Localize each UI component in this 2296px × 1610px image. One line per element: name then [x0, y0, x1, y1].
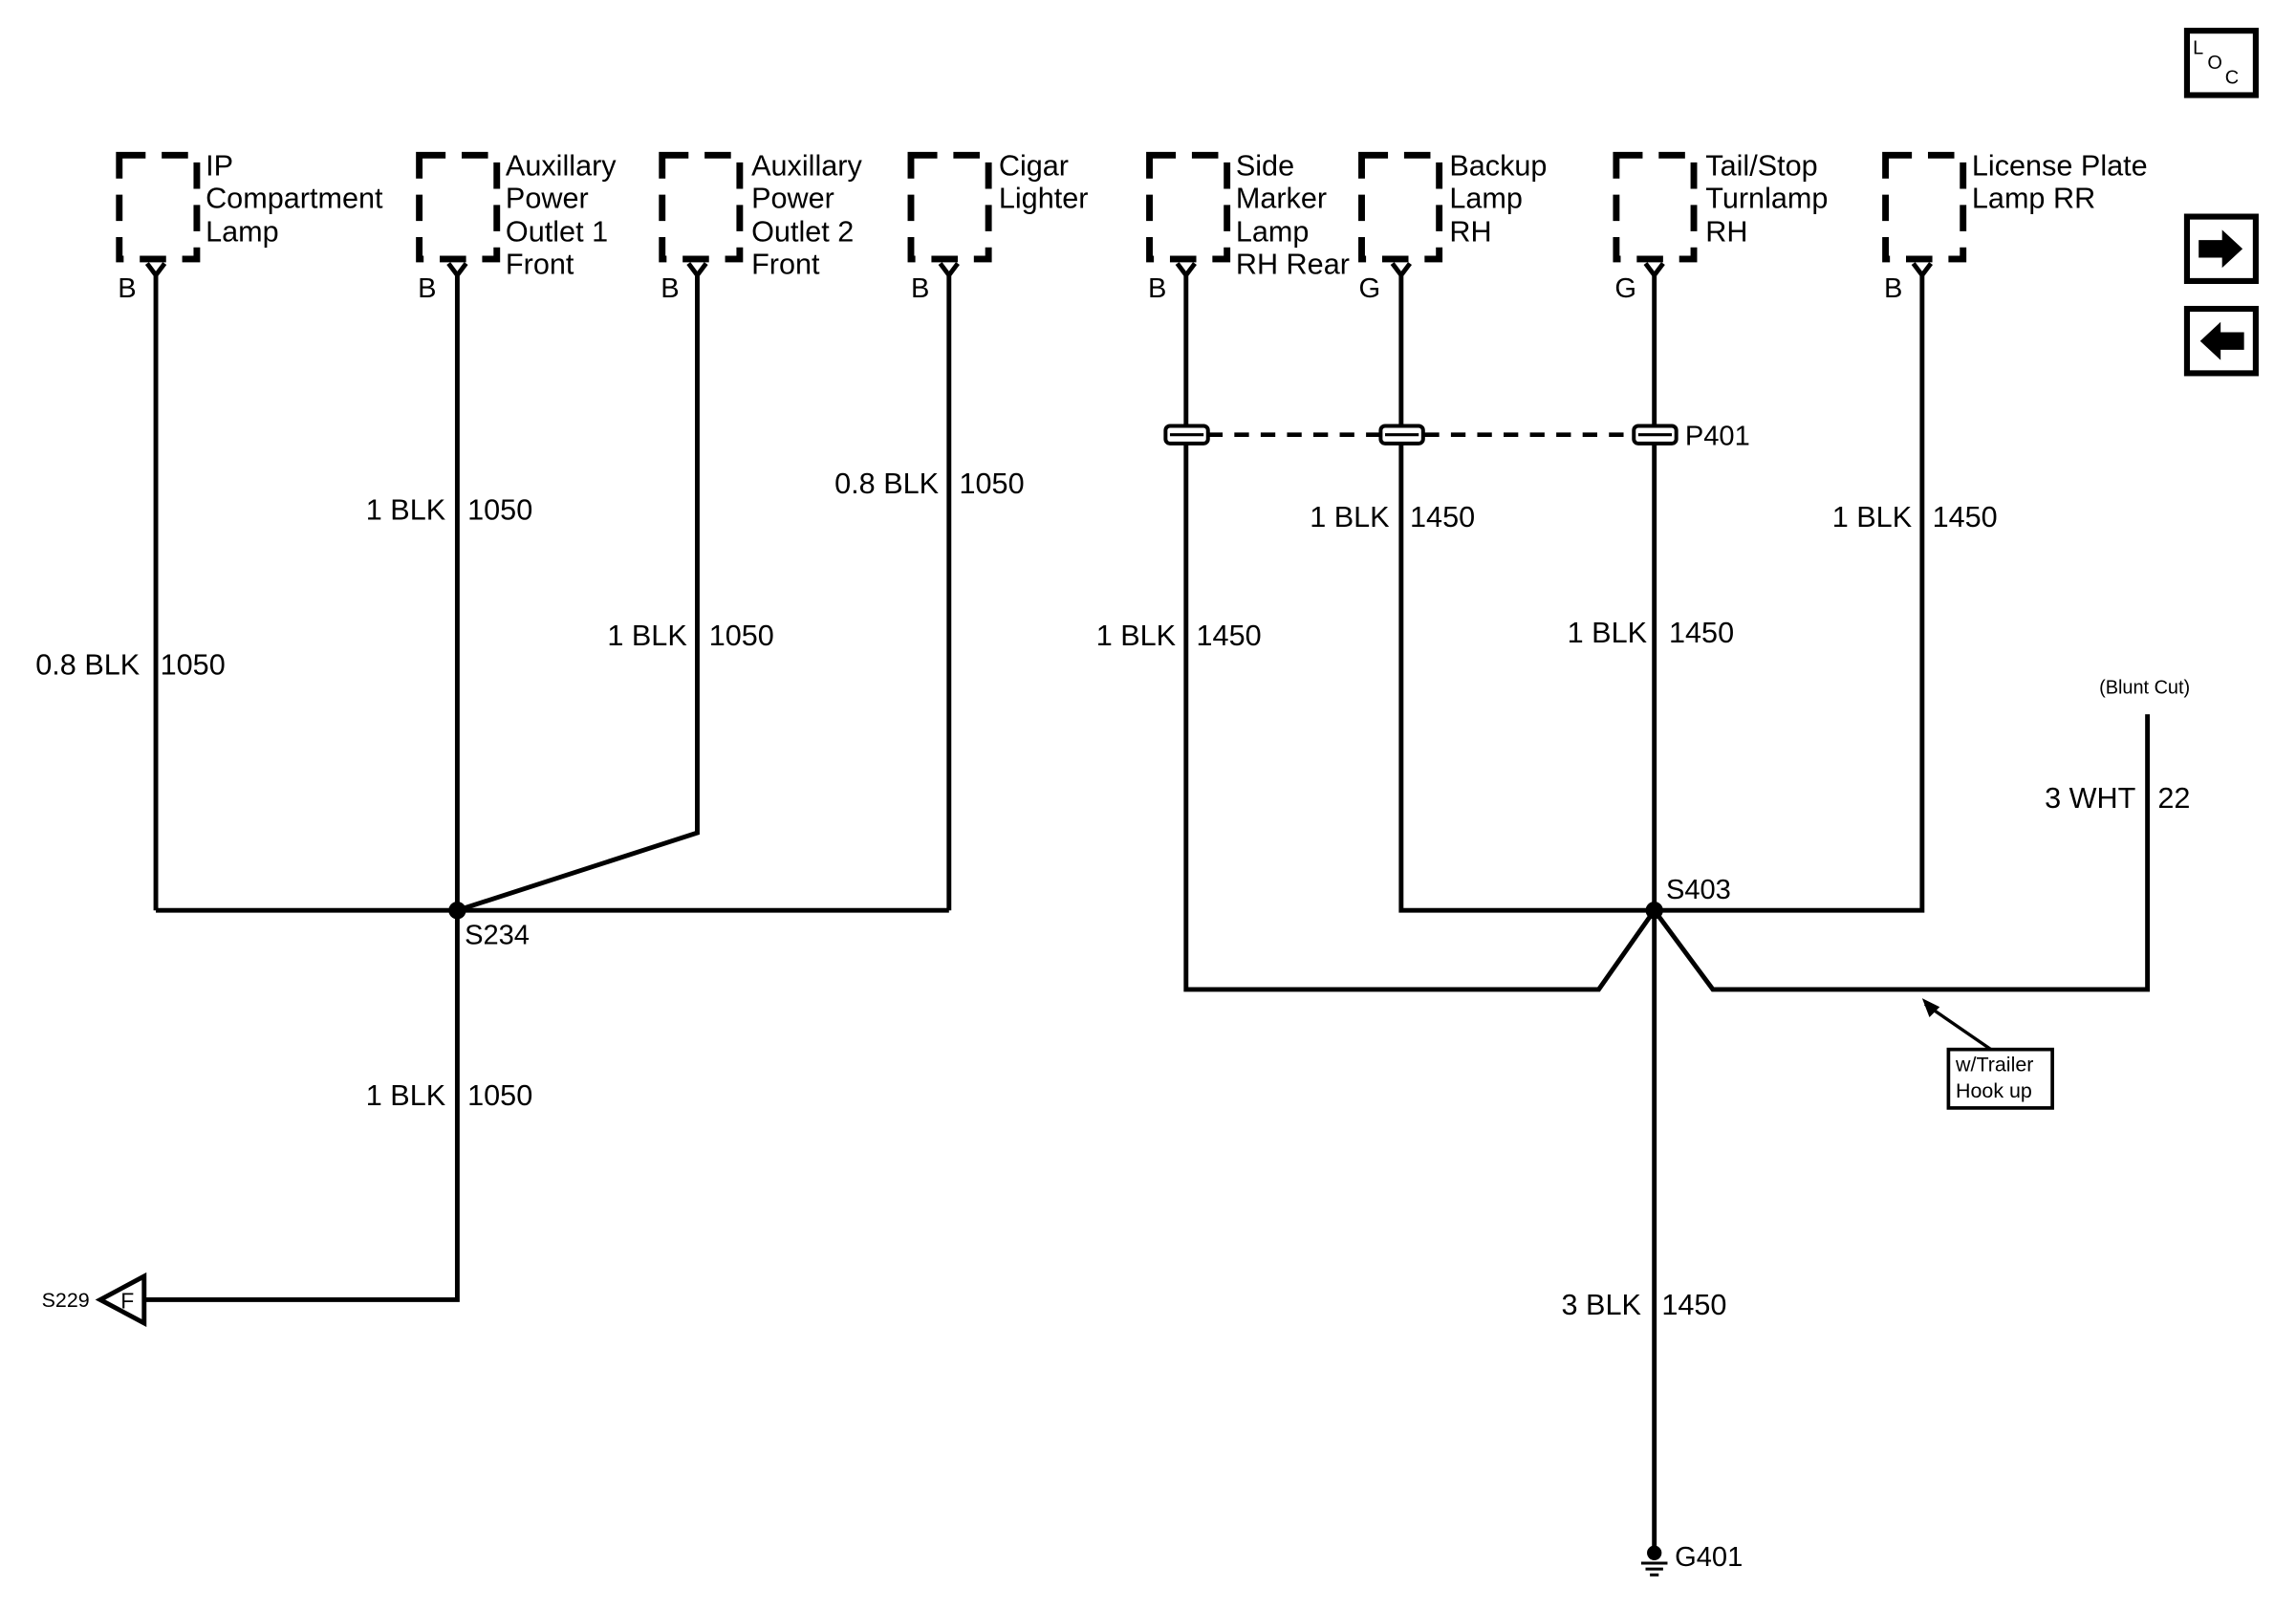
note-trailer-line1: w/Trailer [1955, 1054, 2033, 1077]
wire-gauge-trailer: 3 WHT [2045, 782, 2135, 815]
offpage-connector-s229 [95, 1272, 147, 1328]
wire-circuit-backup: 1450 [1410, 501, 1475, 533]
loc-icon[interactable]: L O C [2183, 28, 2259, 98]
loc-icon-o: O [2207, 53, 2221, 74]
wire-circuit-license: 1450 [1933, 501, 1998, 533]
splice-label-s403: S403 [1666, 875, 1731, 905]
arrow-left-icon[interactable] [2183, 305, 2259, 377]
wire-gauge-tail-stop: 1 BLK [1568, 617, 1648, 649]
pin-license-plate-lamp: B [1884, 273, 1902, 304]
wire-circuit-ground: 1450 [1661, 1289, 1726, 1321]
wire-gauge-ip-lamp: 0.8 BLK [35, 649, 140, 682]
loc-icon-l: L [2193, 38, 2203, 59]
pin-aux-power-outlet-1: B [418, 273, 436, 304]
wire-gauge-license: 1 BLK [1832, 501, 1913, 533]
wire-gauge-cigar: 0.8 BLK [834, 468, 939, 500]
wire-s234-to-s229 [143, 910, 460, 1302]
wire-gauge-backup: 1 BLK [1310, 501, 1390, 533]
component-box-cigar-lighter [907, 151, 992, 911]
wire-circuit-aux-2: 1050 [709, 620, 774, 652]
note-trailer-line2: Hook up [1956, 1079, 2032, 1102]
pin-side-marker-lamp: B [1148, 273, 1166, 304]
wire-gauge-s234-to-s229: 1 BLK [366, 1079, 446, 1112]
wire-circuit-tail-stop: 1450 [1669, 617, 1734, 649]
ground-symbol-g401 [1640, 1545, 1668, 1577]
component-box-ip-compartment-lamp [116, 151, 201, 911]
offpage-letter-f: F [120, 1289, 134, 1314]
offpage-ref-s229: S229 [42, 1289, 90, 1312]
component-box-side-marker-lamp [1146, 151, 1657, 992]
connector-p401-pin-tail-stop [1632, 424, 1679, 446]
wire-circuit-s234-to-s229: 1050 [467, 1079, 532, 1112]
splice-label-s234: S234 [465, 920, 530, 950]
component-box-aux-power-outlet-1 [416, 151, 501, 911]
arrow-right-icon[interactable] [2183, 213, 2259, 284]
connector-p401-pin-backup [1378, 424, 1425, 446]
wire-gauge-side-marker: 1 BLK [1096, 620, 1177, 652]
wire-circuit-trailer: 22 [2157, 782, 2190, 815]
pin-tail-stop-turnlamp: G [1614, 273, 1636, 304]
wire-gauge-ground: 3 BLK [1562, 1289, 1642, 1321]
wire-trailer-hookup [1652, 714, 2151, 992]
component-box-aux-power-outlet-2 [456, 151, 744, 913]
connector-p401-pin-side-marker [1163, 424, 1210, 446]
pin-cigar-lighter: B [911, 273, 929, 304]
component-box-backup-lamp [1358, 151, 1655, 913]
wire-circuit-cigar: 1050 [960, 468, 1025, 500]
note-blunt-cut: (Blunt Cut) [2099, 678, 2190, 699]
component-box-tail-stop-turnlamp [1613, 151, 1698, 1549]
component-box-license-plate-lamp [1654, 151, 1967, 913]
loc-icon-c: C [2225, 67, 2239, 88]
wire-circuit-side-marker: 1450 [1197, 620, 1262, 652]
trailer-note-box [1921, 998, 2054, 1110]
wire-gauge-aux-1: 1 BLK [366, 493, 446, 526]
wire-gauge-aux-2: 1 BLK [607, 620, 687, 652]
splice-dot-s403 [1645, 902, 1663, 920]
connector-label-p401: P401 [1685, 421, 1750, 451]
pin-aux-power-outlet-2: B [661, 273, 679, 304]
pin-backup-lamp: G [1358, 273, 1380, 304]
wire-circuit-aux-1: 1050 [467, 493, 532, 526]
ground-label-g401: G401 [1675, 1542, 1743, 1573]
wire-circuit-ip-lamp: 1050 [161, 649, 226, 682]
splice-dot-s234 [448, 902, 466, 920]
pin-ip-compartment-lamp: B [118, 273, 136, 304]
